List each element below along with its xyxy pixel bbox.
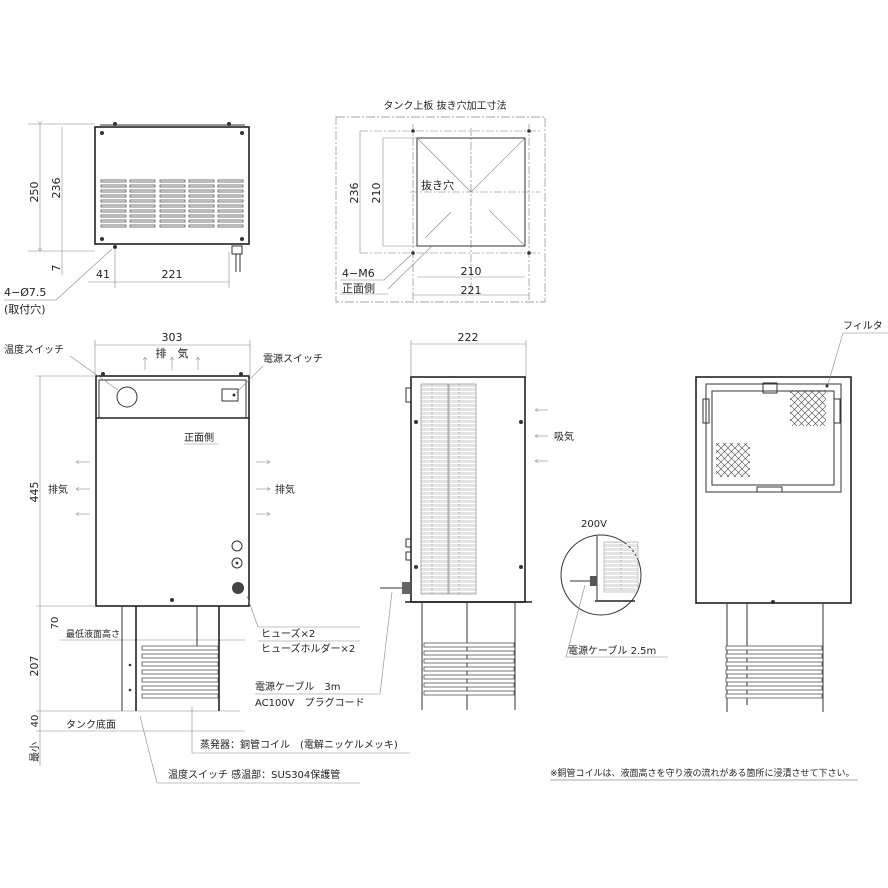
back-coil <box>725 603 824 712</box>
front-side-label: 正面側 <box>342 282 375 295</box>
front-side-text: 正面側 <box>184 431 214 444</box>
dim-222: 222 <box>458 331 479 344</box>
back-view: フィルタ <box>695 320 888 712</box>
exhaust-right-label: 排気 <box>275 483 295 496</box>
dim-445: 445 <box>28 482 41 503</box>
temp-switch-label: 温度スイッチ <box>4 343 64 356</box>
min-level-label: 最低液面高さ <box>66 628 120 640</box>
dim-7: 7 <box>50 265 63 272</box>
dim-303: 303 <box>162 331 183 344</box>
evaporator-label: 蒸発器：銅管コイル (電解ニッケルメッキ) <box>200 738 398 751</box>
side-louvers <box>420 383 477 595</box>
detail-voltage-label: 200V <box>581 519 607 530</box>
top-view: 250 236 7 41 221 4−Ø7.5 (取付穴) <box>4 122 250 316</box>
exhaust-left-label: 排気 <box>48 483 68 496</box>
sensor-label: 温度スイッチ 感温部：SUS304保護管 <box>168 768 340 781</box>
intake-label: 吸気 <box>554 430 574 443</box>
side-view: 222 吸気 <box>380 331 574 710</box>
hole-text: 抜き穴 <box>421 178 454 192</box>
footnote: ※銅管コイルは、液面高さを守り液の流れがある箇所に浸漬させて下さい。 <box>550 767 855 779</box>
temperature-dial <box>116 386 138 408</box>
front-view: 303 排 気 温度スイッチ 電源スイッチ 正面側 排気 排気 <box>4 331 410 784</box>
detail-view: 200V 電源ケーブル 2.5m <box>560 519 668 658</box>
side-coil <box>421 602 516 710</box>
dim-221: 221 <box>162 268 183 281</box>
dim-70: 70 <box>50 617 61 630</box>
dim-207: 207 <box>28 656 41 677</box>
cutout-dim-221: 221 <box>461 284 482 297</box>
dim-40: 40 <box>30 715 41 728</box>
top-louvers <box>100 179 244 228</box>
unit-top-outline <box>94 126 250 245</box>
power-cable-label: 電源ケーブル 3m <box>255 680 341 693</box>
cutout-view: タンク上板 抜き穴加工寸法 236 210 抜き穴 210 221 4−M6 正… <box>335 99 546 303</box>
cutout-dim-210-vertical: 210 <box>370 183 383 204</box>
min-label: 最小 <box>29 742 41 762</box>
plug-cord-label: AC100V プラグコード <box>255 696 365 709</box>
dim-41: 41 <box>96 268 110 281</box>
exhaust-top-label: 排 気 <box>156 346 189 360</box>
cutout-dim-236: 236 <box>348 183 361 204</box>
power-switch-box <box>221 388 239 402</box>
front-coil <box>121 606 220 711</box>
hole-label: 4−Ø7.5 <box>4 286 46 299</box>
dim-250: 250 <box>28 182 41 203</box>
hole-sublabel: (取付穴) <box>4 302 46 316</box>
cutout-dim-210-horizontal: 210 <box>461 265 482 278</box>
filter-label: フィルタ <box>843 320 883 332</box>
power-switch-label: 電源スイッチ <box>263 352 323 365</box>
fuse-holder-label: ヒューズホルダー×2 <box>261 642 355 655</box>
cutout-title: タンク上板 抜き穴加工寸法 <box>383 99 506 112</box>
dim-236: 236 <box>50 178 63 199</box>
tank-bottom-label: タンク底面 <box>66 718 116 731</box>
fuse-label: ヒューズ×2 <box>261 627 315 640</box>
filter-mesh <box>790 390 826 426</box>
detail-cable-label: 電源ケーブル 2.5m <box>568 644 656 657</box>
screw-label: 4−M6 <box>342 267 375 280</box>
